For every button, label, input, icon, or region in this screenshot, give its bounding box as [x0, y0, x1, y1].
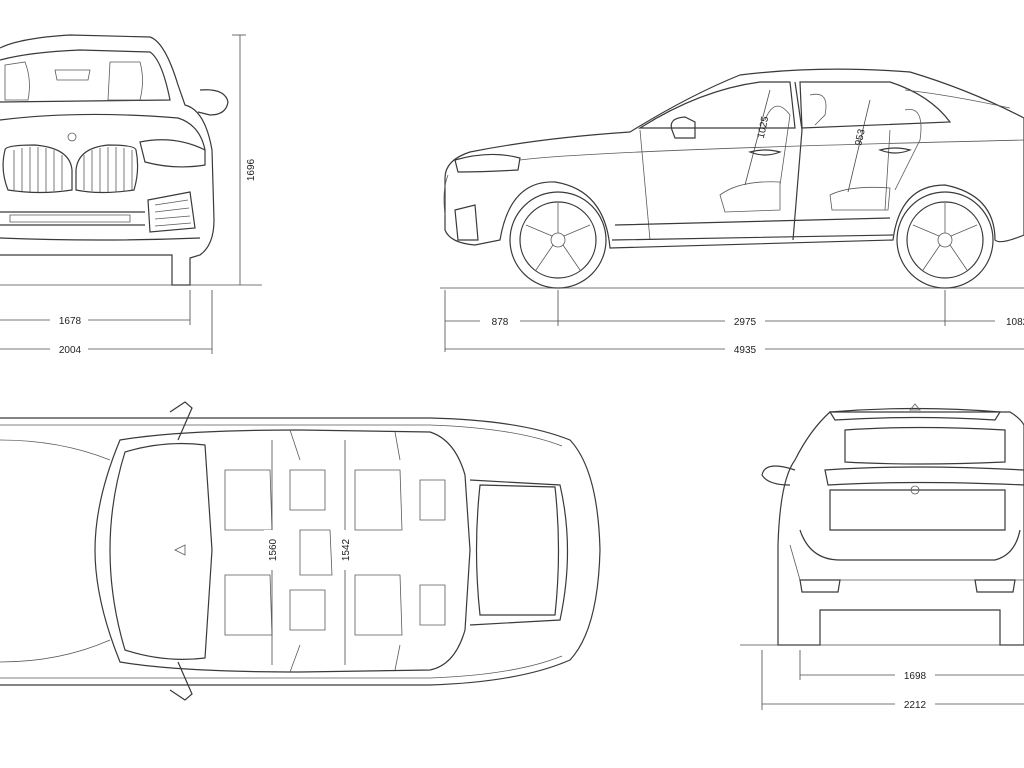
- front-wheel: [509, 191, 607, 289]
- dim-rear-track: 1698: [904, 671, 927, 682]
- top-view: 1560 1542: [0, 401, 601, 701]
- dim-front-width: 2004: [59, 345, 82, 356]
- side-view: 1025 953 878 2975 1082 4935: [440, 68, 1024, 356]
- dim-front-track: 1678: [59, 316, 82, 327]
- dim-wheelbase: 2975: [734, 317, 757, 328]
- dim-front-headroom: 1025: [756, 115, 771, 139]
- dim-front-overhang: 878: [492, 317, 509, 328]
- top-view-seats: [224, 469, 446, 636]
- dim-length: 4935: [734, 345, 757, 356]
- dim-height: 1696: [246, 158, 257, 181]
- bmw-logo-icon: [67, 132, 77, 142]
- rear-view: 1698 2212: [740, 403, 1024, 711]
- dim-rear-shoulder: 1542: [341, 538, 352, 561]
- dim-front-shoulder: 1560: [268, 538, 279, 561]
- dim-rear-overhang: 1082: [1006, 317, 1024, 328]
- dim-mirror-width: 2212: [904, 700, 927, 711]
- front-view: 1696 1678 2004: [0, 34, 262, 356]
- rear-bmw-logo-icon: [910, 485, 920, 495]
- rear-wheel: [896, 191, 994, 289]
- dim-rear-headroom: 953: [853, 128, 867, 147]
- grille-bars: [13, 147, 133, 192]
